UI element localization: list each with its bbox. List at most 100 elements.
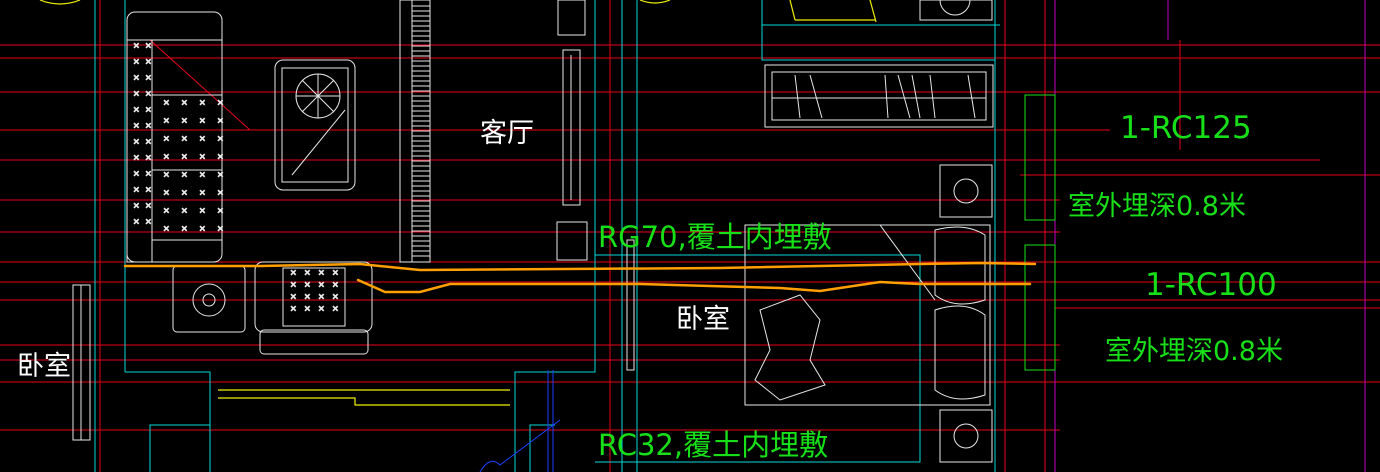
wall-line [149,424,210,472]
wall-line [125,371,211,472]
cabinet-box [919,0,993,21]
window [626,239,635,371]
nightstand [939,164,993,218]
door-line [869,0,877,23]
wall-line [529,424,555,472]
cushion-mark: × [163,134,170,143]
cushion-mark: × [133,137,140,146]
cushion-mark: × [163,188,170,197]
door-arc [639,0,671,4]
room-label-bedroom-center: 卧室 [676,304,730,335]
sofa [126,11,223,263]
cushion-mark: × [133,201,140,210]
sofa-cushion [151,39,223,96]
plant-icon [296,74,340,118]
room-label-bedroom-left: 卧室 [17,351,71,382]
room-label-living-room: 客厅 [480,118,534,149]
cushion-mark: × [181,224,188,233]
cushion-mark: × [145,105,152,114]
red-line [149,39,251,131]
cushion-mark: × [318,292,325,301]
cushion-mark: × [145,201,152,210]
nightstand [939,409,993,463]
cushion-mark: × [145,121,152,130]
ottoman [254,261,373,333]
cushion-mark: × [304,268,311,277]
armchair [172,261,373,355]
cushion-mark: × [163,98,170,107]
table-outer [274,59,356,191]
table-inner [281,67,349,183]
cushion-mark: × [145,73,152,82]
wall-line [595,254,921,463]
table-pattern [291,109,346,176]
cushion-mark: × [181,98,188,107]
bed-line [879,224,936,301]
pipe-rg70-route [123,261,1037,272]
walls [94,0,1000,472]
bookshelf [764,64,994,128]
red-vertical-lines [99,0,1181,472]
pipe-label-rc32: RC32,覆土内埋敷 [598,428,828,462]
cushion-mark: × [199,116,206,125]
cushion-mark: × [217,134,224,143]
cushion-mark: × [199,134,206,143]
door-arc [39,0,81,5]
cushion-mark: × [133,169,140,178]
armchair-circle [202,293,216,307]
cushion-mark: × [199,98,206,107]
cushion-mark: × [318,280,325,289]
cushion-mark: × [133,105,140,114]
cabinet-circle [939,0,971,16]
cushion-mark: × [163,116,170,125]
cushion-mark: × [332,292,339,301]
cushion-mark: × [145,217,152,226]
pipe-label-rc100: 1-RC100 [1145,267,1277,303]
books [794,74,976,119]
window-details [72,0,635,441]
cushion-mark: × [145,137,152,146]
blue-lines [479,370,561,472]
bed-frame [744,224,991,406]
depth-label-rc125: 室外埋深0.8米 [1068,191,1246,222]
cushion-mark: × [290,304,297,313]
cushion-mark: × [145,169,152,178]
shelf-inner [771,71,987,121]
shelf-frame [764,64,994,128]
bed [744,164,993,463]
cushion-mark: × [199,224,206,233]
armchair-frame [172,265,246,333]
cushion-mark: × [217,224,224,233]
magenta-axis-lines [1054,0,1366,472]
cushion-mark: × [199,152,206,161]
cushion-mark: × [133,41,140,50]
door-line [218,397,510,406]
cushion-mark: × [181,152,188,161]
wall-line [514,0,596,472]
cushion-mark: × [199,170,206,179]
cushion-mark: × [217,206,224,215]
service-box [1024,94,1056,221]
top-cabinet [919,0,993,21]
window [562,49,581,206]
door-lines [39,0,877,406]
cushion-mark: × [181,116,188,125]
nightstand-lamp-icon [953,178,979,204]
cushion-mark: × [133,89,140,98]
cushion-mark: × [163,152,170,161]
cushion-mark: × [145,57,152,66]
pipe-label-rg70: RG70,覆土内埋敷 [598,220,832,254]
cushion-mark: × [133,185,140,194]
cushion-mark: × [318,304,325,313]
cushion-mark: × [181,170,188,179]
cushion-mark: × [163,170,170,179]
service-box [1024,244,1056,371]
cushion-mark: × [217,152,224,161]
pipe-label-rc125: 1-RC125 [1120,110,1252,146]
cushion-mark: × [332,304,339,313]
window [556,221,588,261]
pillow [934,305,986,400]
cushion-mark: × [145,153,152,162]
cushion-mark: × [163,206,170,215]
